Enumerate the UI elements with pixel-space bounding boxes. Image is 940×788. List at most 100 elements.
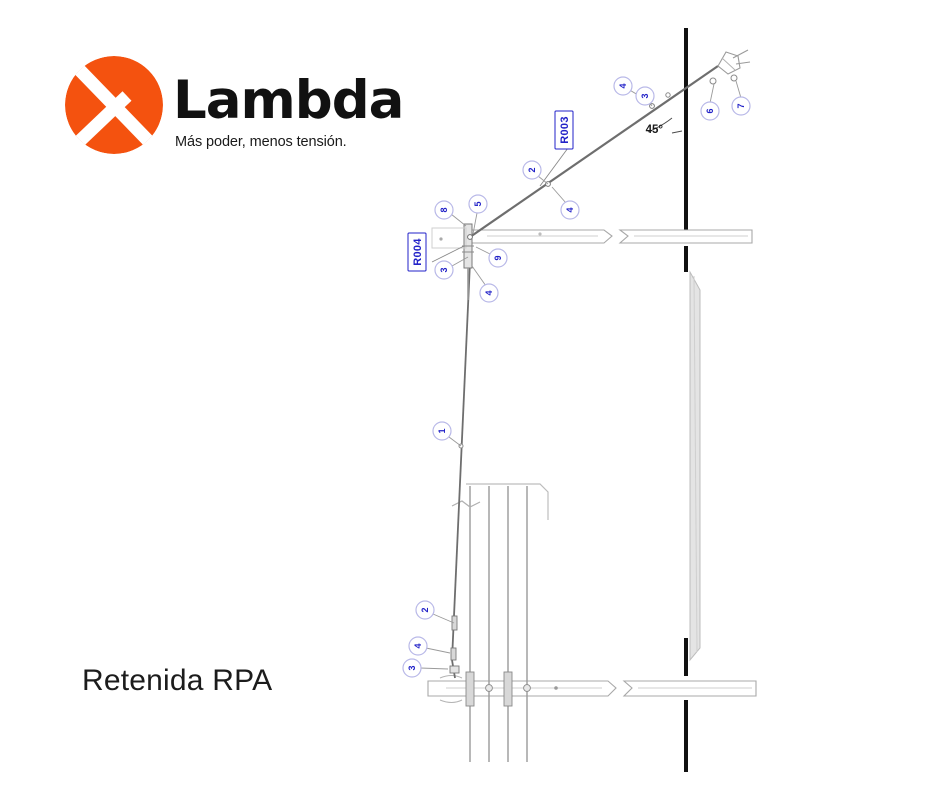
balloon-number: 4 <box>413 643 423 648</box>
conductor-top-bracket <box>466 483 549 520</box>
balloon-circle <box>522 160 542 180</box>
balloon-circle <box>434 260 454 280</box>
balloon-number: 4 <box>484 290 494 295</box>
balloon-number: 4 <box>565 207 575 212</box>
brand-tagline: Más poder, menos tensión. <box>175 134 347 150</box>
lower-crossarm <box>427 675 757 703</box>
balloon-circle <box>415 600 435 620</box>
tag-r004[interactable]: R004 <box>407 232 465 272</box>
balloon-4-guy-mid[interactable]: 4 <box>551 186 580 220</box>
bracket-backplate <box>431 227 467 249</box>
break-symbol-upper <box>451 500 481 508</box>
balloon-2-guy-mid[interactable]: 2 <box>522 160 549 185</box>
balloon-circle <box>635 86 655 106</box>
balloon-leader <box>419 667 449 670</box>
balloon-3-bracket[interactable]: 3 <box>434 256 469 280</box>
top-anchor-assembly <box>709 49 751 85</box>
balloon-leader <box>450 213 467 227</box>
anchor-plate <box>717 51 741 75</box>
balloon-1-guy-lower[interactable]: 1 <box>432 421 462 447</box>
conductor-bolt-2 <box>485 684 493 692</box>
lower-crossarm-cap-bottom <box>439 699 463 703</box>
anchor-thimble-left <box>709 77 717 85</box>
brand-logo-block: Lambda Más poder, menos tensión. <box>63 52 404 164</box>
balloon-callouts: 4 3 6 7 2 4 8 <box>402 76 751 678</box>
bracket-eye <box>467 234 473 240</box>
balloon-4-lower[interactable]: 4 <box>408 636 451 656</box>
balloon-leader <box>735 80 742 99</box>
balloon-leader <box>472 212 478 235</box>
balloon-3-upper-right[interactable]: 3 <box>635 86 655 107</box>
guy-wire-upper-diagonal <box>469 65 719 238</box>
balloon-8-bracket[interactable]: 8 <box>434 200 467 227</box>
balloon-6-top[interactable]: 6 <box>700 83 720 121</box>
angle-leader <box>671 130 683 134</box>
balloon-7-top[interactable]: 7 <box>731 80 751 116</box>
guy-bracket-assembly <box>431 223 474 300</box>
balloon-number: 3 <box>640 93 650 98</box>
balloon-leader <box>709 83 715 104</box>
balloon-leader <box>425 647 451 654</box>
anchor-rod-lower <box>735 61 751 65</box>
pole-body-edge <box>693 275 698 653</box>
balloon-number: 4 <box>618 83 628 88</box>
conductor-clamp-3 <box>503 671 513 707</box>
balloon-leader <box>432 613 455 624</box>
balloon-circle <box>468 194 488 214</box>
balloon-circle <box>479 283 499 303</box>
lambda-x-circle-icon <box>63 54 165 156</box>
balloon-circle <box>402 658 422 678</box>
tag-r004-label: R004 <box>412 238 424 266</box>
balloon-number: 9 <box>493 255 503 260</box>
tag-r003[interactable]: R003 <box>539 110 574 187</box>
balloon-leader <box>475 246 491 255</box>
balloon-circle <box>432 421 452 441</box>
balloon-number: 6 <box>705 108 715 113</box>
balloon-9-bracket[interactable]: 9 <box>475 246 508 268</box>
balloon-number: 1 <box>437 428 447 433</box>
conductor-bolt-4 <box>523 684 531 692</box>
upper-crossarm-bolt <box>538 232 542 236</box>
balloon-number: 5 <box>473 201 483 206</box>
balloon-number: 8 <box>439 207 449 212</box>
balloon-number: 2 <box>527 167 537 172</box>
conductor-group <box>451 483 549 762</box>
balloon-circle <box>488 248 508 268</box>
brand-wordmark: Lambda <box>173 70 404 131</box>
tag-r003-leader <box>539 147 569 187</box>
balloon-leader <box>448 436 462 447</box>
anchor-thimble-right <box>730 74 738 82</box>
bracket-bolt <box>439 237 443 241</box>
balloon-3-lower[interactable]: 3 <box>402 658 449 678</box>
balloon-leader <box>551 186 567 204</box>
balloon-2-lower[interactable]: 2 <box>415 600 455 624</box>
guy-fitting-lower-2 <box>451 615 458 631</box>
pole-body-shaft <box>689 270 701 662</box>
balloon-number: 3 <box>407 665 417 670</box>
balloon-circle <box>700 101 720 121</box>
balloon-number: 7 <box>736 103 746 108</box>
balloon-number: 3 <box>439 267 449 272</box>
balloon-leader <box>451 256 469 267</box>
balloon-leader <box>471 265 487 287</box>
balloon-circle <box>408 636 428 656</box>
balloon-5-bracket[interactable]: 5 <box>468 194 488 235</box>
balloon-circle <box>731 96 751 116</box>
lower-crossarm-cap-top <box>439 675 463 679</box>
angle-arc <box>647 117 673 133</box>
balloon-number: 2 <box>420 607 430 612</box>
tag-r004-leader <box>431 245 465 263</box>
guy-anchor-shoe <box>449 665 460 674</box>
guy-fittings <box>449 92 671 674</box>
guy-fitting-lower-4 <box>450 647 457 661</box>
pole <box>684 28 701 772</box>
balloon-4-bracket[interactable]: 4 <box>471 265 499 303</box>
balloon-leader <box>537 175 549 185</box>
conductor-clamp-1 <box>465 671 475 707</box>
tag-r003-label: R003 <box>559 116 571 144</box>
guy-wire <box>451 65 719 679</box>
lambda-mark-svg <box>65 56 163 154</box>
angle-label: 45° <box>646 124 664 136</box>
